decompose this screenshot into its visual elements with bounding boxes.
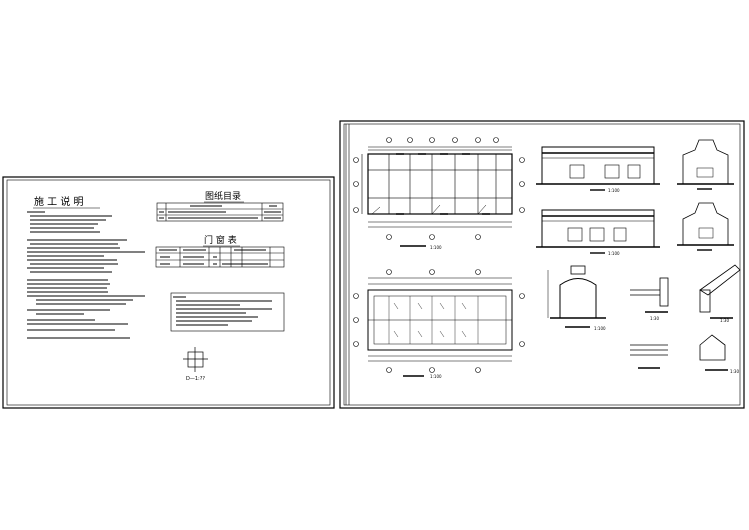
side-elevation-upper bbox=[677, 139, 734, 190]
column-detail-label: D—1:?? bbox=[186, 376, 205, 382]
detail-gutter bbox=[699, 334, 728, 371]
door-window-table bbox=[155, 246, 285, 268]
schedule-notes-box bbox=[170, 292, 285, 332]
drawing-index-rows bbox=[159, 205, 281, 219]
detail-gutter-scale: 1:30 bbox=[730, 369, 739, 374]
sheet-drawings bbox=[339, 120, 745, 409]
detail-wall-top bbox=[630, 277, 669, 313]
section-scale: 1:100 bbox=[594, 326, 606, 331]
detail-eave bbox=[699, 264, 741, 319]
detail-eave-scale: 1:30 bbox=[720, 318, 729, 323]
section-1-1 bbox=[547, 265, 606, 328]
roof-plan bbox=[353, 269, 525, 377]
column-detail: D—1:?? bbox=[183, 347, 208, 382]
floor-plan-top bbox=[353, 137, 525, 247]
door-window-title: 门 窗 表 bbox=[204, 234, 237, 246]
sheet-border-right bbox=[339, 120, 745, 409]
construction-notes: 施 工 说 明 bbox=[27, 195, 145, 339]
door-window-schedule: 门 窗 表 bbox=[155, 234, 285, 332]
drawing-index-table bbox=[156, 202, 284, 222]
sheet-inner-border-right bbox=[343, 123, 741, 406]
rear-elevation bbox=[536, 209, 660, 254]
sheet-notes bbox=[2, 176, 335, 409]
detail-wall-scale: 1:30 bbox=[650, 316, 659, 321]
floor-plan-scale: 1:100 bbox=[430, 245, 442, 250]
side-elevation-lower bbox=[677, 202, 734, 251]
roof-plan-scale: 1:100 bbox=[430, 374, 442, 379]
notes-title: 施 工 说 明 bbox=[34, 195, 84, 208]
drawing-index-title: 图纸目录 bbox=[205, 190, 241, 202]
sheet-inner-border-left bbox=[6, 179, 331, 406]
detail-floor bbox=[630, 344, 668, 369]
notes-text-lines bbox=[27, 211, 145, 339]
rear-elevation-scale: 1:100 bbox=[608, 251, 620, 256]
sheet-border-left bbox=[2, 176, 335, 409]
front-elevation-scale: 1:100 bbox=[608, 188, 620, 193]
front-elevation bbox=[536, 146, 660, 191]
drawing-index: 图纸目录 bbox=[156, 190, 284, 222]
